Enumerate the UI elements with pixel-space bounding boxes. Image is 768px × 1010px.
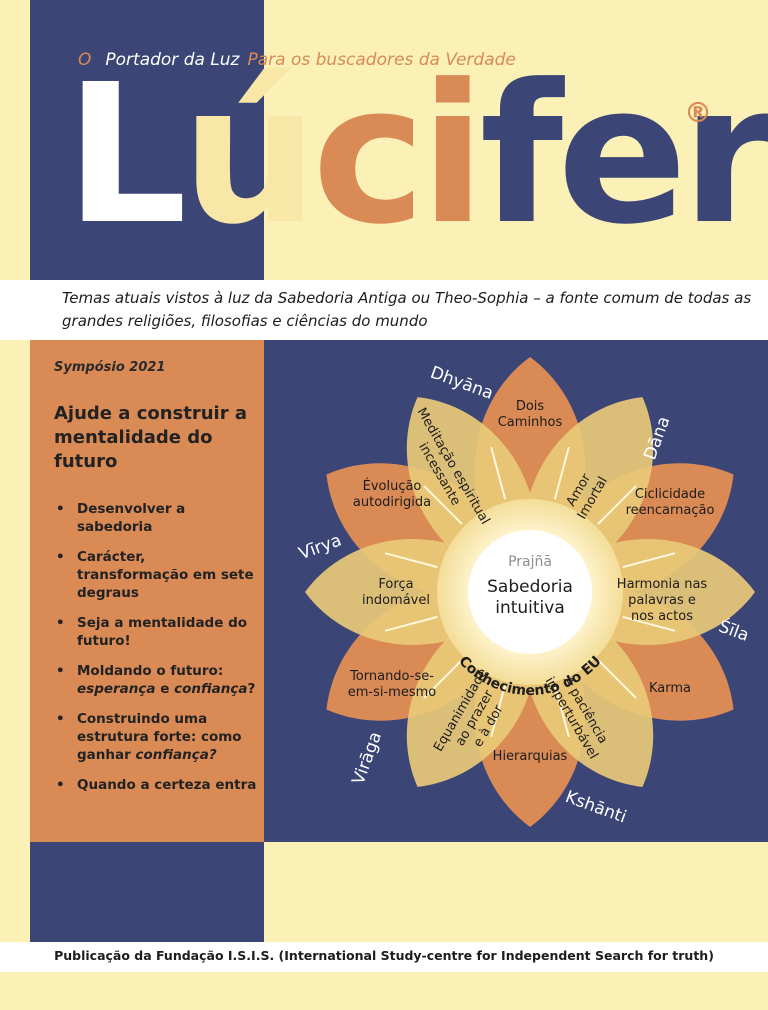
light-ray — [490, 684, 507, 738]
petal-label-line: Ciclicidade — [635, 487, 705, 502]
topic-text: Moldando o futuro: — [77, 663, 224, 679]
outer-virtue-label: Kshānti — [563, 787, 629, 827]
tagline-o: O — [78, 50, 92, 70]
topic-item: Construindo uma estrutura forte: como ga… — [54, 710, 260, 764]
lucifer-logo: Lúcifer — [65, 60, 768, 252]
topic-item: Moldando o futuro: esperança e confiança… — [54, 662, 260, 698]
petal-label-line: Karma — [649, 681, 691, 696]
subtitle: Temas atuais vistos à luz da Sabedoria A… — [62, 289, 752, 330]
petal-label-line: Dois — [516, 399, 545, 414]
masthead-tagline: O Portador da Luz Para os buscadores da Ve… — [78, 50, 516, 70]
outer-virtue-label: Virāga — [349, 729, 386, 787]
petal-label-line: nos actos — [631, 609, 693, 624]
topic-emphasis: confiança? — [135, 747, 217, 763]
topic-text: Carácter, transformação em sete degraus — [77, 549, 254, 601]
petal-label-line: Évolução — [363, 478, 422, 494]
light-ray — [622, 615, 676, 632]
light-ray — [597, 659, 637, 699]
tagline-portador: Portador da Luz — [105, 50, 240, 70]
orange-petal-label: Hierarquias — [493, 749, 568, 764]
topic-list: Desenvolver a sabedoria Carácter, transf… — [54, 500, 260, 806]
center-line-1: Sabedoria — [487, 577, 573, 597]
light-ray — [423, 485, 463, 525]
event-label: Sympósio 2021 — [54, 360, 166, 375]
center-top-label: Prajñā — [508, 554, 552, 570]
registered-mark: ® — [684, 96, 712, 129]
petal-label-line: palavras e — [628, 593, 696, 608]
topic-text: ? — [247, 681, 256, 697]
sidebar-headline: Ajude a construir a mentalidade do futur… — [54, 403, 248, 472]
petal-label-line: reencarnação — [626, 503, 715, 518]
navy-block-bottom — [30, 842, 264, 942]
petal-label-line: autodirigida — [353, 495, 431, 510]
outer-virtue-label: Dhyāna — [427, 363, 495, 404]
topic-emphasis: esperança — [77, 681, 156, 697]
topic-text: Desenvolver a sabedoria — [77, 501, 186, 535]
subtitle-band — [0, 280, 768, 340]
light-rays — [384, 446, 676, 738]
outer-virtue-label: Vīrya — [296, 530, 344, 564]
topic-item: Desenvolver a sabedoria — [54, 500, 260, 536]
topic-text: Construindo uma estrutura forte: como ga… — [77, 711, 242, 763]
light-ray — [384, 615, 438, 632]
topic-item: Carácter, transformação em sete degraus — [54, 548, 260, 602]
petal-label-line: Força — [378, 577, 413, 592]
footer-band — [0, 942, 768, 972]
wisdom-flower-diagram: Prajñā Sabedoria intuitiva Conhecimento … — [296, 357, 755, 828]
petal-label-line: Hierarquias — [493, 749, 568, 764]
tagline-buscadores: Para os buscadores da Verdade — [247, 50, 516, 70]
light-ray — [553, 684, 570, 738]
petal-label-line: Harmonia nas — [617, 577, 708, 592]
outer-virtue-label: Śīla — [716, 615, 752, 646]
orange-petal-label: Tornando-se-em-si-mesmo — [348, 669, 437, 700]
logo-letters-fer: fer — [479, 44, 768, 267]
logo-letter-l: L — [65, 44, 187, 267]
publisher-line: Publicação da Fundação I.S.I.S. (Interna… — [54, 948, 714, 963]
petal-label-line: em-si-mesmo — [348, 685, 437, 700]
light-ray — [490, 446, 507, 500]
topic-item: Quando a certeza entra — [54, 776, 260, 794]
light-ray — [553, 446, 570, 500]
orange-petal-label: Karma — [649, 681, 691, 696]
center-disc — [468, 530, 592, 654]
light-ray — [622, 552, 676, 569]
topic-emphasis: confiança — [174, 681, 248, 697]
light-ray — [423, 659, 463, 699]
light-ray — [597, 485, 637, 525]
light-ray — [384, 552, 438, 569]
petal-label-line: Caminhos — [498, 415, 563, 430]
topic-text: Quando a certeza entra — [77, 777, 257, 793]
petal-label-line: Tornando-se- — [349, 669, 434, 684]
center-line-2: intuitiva — [495, 598, 565, 618]
logo-letter-c: c — [312, 44, 426, 267]
topic-text: e — [155, 681, 175, 697]
navy-block-top — [30, 0, 264, 280]
topic-item: Seja a mentalidade do futuro! — [54, 614, 260, 650]
topic-text: Seja a mentalidade do futuro! — [77, 615, 248, 649]
logo-letter-u: ú — [181, 44, 318, 267]
petal-label-line: indomável — [362, 593, 430, 608]
logo-letter-i: i — [419, 44, 486, 267]
